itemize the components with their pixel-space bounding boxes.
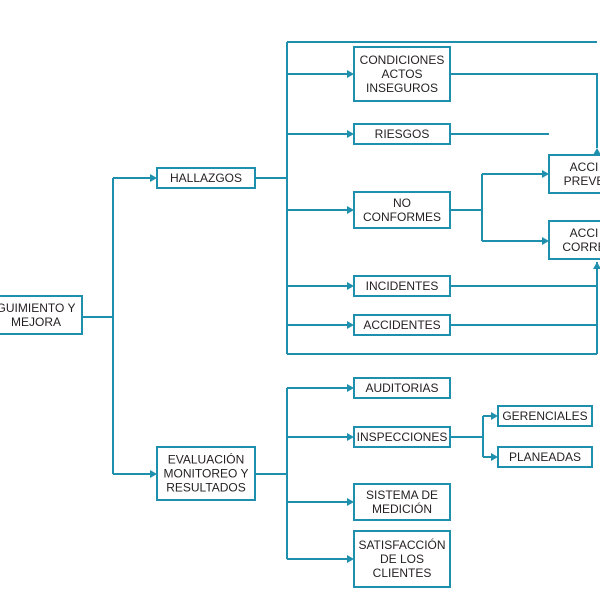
bottom-return-arrowhead [593, 262, 600, 269]
node-riesgos: RIESGOS [353, 123, 451, 145]
node-box [353, 275, 451, 297]
to-no-conformes-arrowhead [347, 206, 354, 214]
to-sistema-arrowhead [347, 498, 354, 506]
node-label: RIESGOS [375, 127, 430, 141]
node-box [548, 154, 600, 194]
node-acc-prev: ACCIPREVE [548, 154, 600, 194]
node-incidentes: INCIDENTES [353, 275, 451, 297]
to-riesgos-arrowhead [347, 130, 354, 138]
node-planeadas: PLANEADAS [497, 446, 593, 468]
node-box [156, 167, 256, 189]
node-box [353, 46, 451, 102]
to-hallazgos-arrowhead [150, 174, 157, 182]
to-satisfaccion-arrowhead [347, 555, 354, 563]
node-box [353, 426, 451, 448]
node-label: INSPECCIONES [357, 430, 448, 444]
node-label: ACCICORRE [562, 226, 600, 254]
node-box [353, 191, 451, 229]
to-evaluacion-arrowhead [150, 470, 157, 478]
node-label: HALLAZGOS [170, 171, 242, 185]
connector-lines [82, 41, 600, 563]
to-inspecciones-arrowhead [347, 433, 354, 441]
to-condiciones-arrowhead [347, 70, 354, 78]
node-auditorias: AUDITORIAS [353, 377, 451, 399]
node-box [353, 483, 451, 521]
node-acc-corr: ACCICORRE [548, 220, 600, 260]
node-label: ACCIPREVE [564, 160, 600, 188]
to-acc-prev-arrowhead [542, 170, 549, 178]
to-accidentes-arrowhead [347, 321, 354, 329]
node-box [353, 314, 451, 336]
node-gerenciales: GERENCIALES [497, 405, 593, 427]
node-box [353, 530, 451, 588]
node-box [353, 123, 451, 145]
node-box [353, 377, 451, 399]
to-acc-corr-arrowhead [542, 237, 549, 245]
condiciones-return-arrowhead [593, 148, 600, 155]
node-box [156, 446, 256, 501]
node-label: AUDITORIAS [365, 381, 438, 395]
to-gerenciales-arrowhead [491, 412, 498, 420]
node-inspecciones: INSPECCIONES [353, 426, 451, 448]
to-auditorias-arrowhead [347, 384, 354, 392]
to-incidentes-arrowhead [347, 282, 354, 290]
node-label: ACCIDENTES [363, 318, 440, 332]
to-planeadas-arrowhead [491, 453, 498, 461]
node-box [497, 405, 593, 427]
condiciones-return [450, 73, 598, 148]
node-box [548, 220, 600, 260]
node-box [0, 295, 83, 335]
node-label: PLANEADAS [509, 450, 581, 464]
node-accidentes: ACCIDENTES [353, 314, 451, 336]
node-box [497, 446, 593, 468]
node-label: INCIDENTES [366, 279, 439, 293]
node-hallazgos: HALLAZGOS [156, 167, 256, 189]
node-label: GERENCIALES [502, 409, 587, 423]
